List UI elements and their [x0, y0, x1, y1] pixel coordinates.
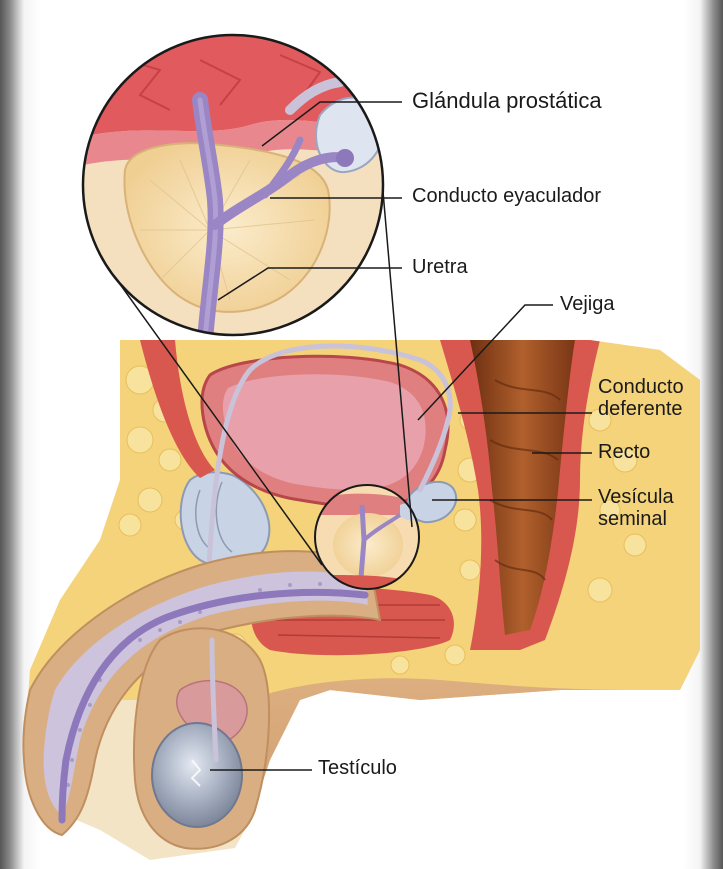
testicle — [152, 723, 242, 827]
label-urethra: Uretra — [412, 256, 468, 278]
label-seminal-vesicle: Vesícula seminal — [598, 486, 674, 530]
label-seminal-vesicle-line2: seminal — [598, 508, 674, 530]
label-bladder: Vejiga — [560, 293, 615, 315]
label-vas-deferens-line2: deferente — [598, 398, 684, 420]
label-vas-deferens-line1: Conducto — [598, 376, 684, 398]
prostate-zoom-inset — [70, 30, 400, 340]
label-testicle: Testículo — [318, 757, 397, 779]
label-rectum: Recto — [598, 441, 650, 463]
label-ejaculatory-duct: Conducto eyaculador — [412, 185, 601, 207]
label-vas-deferens: Conducto deferente — [598, 376, 684, 420]
label-seminal-vesicle-line1: Vesícula — [598, 486, 674, 508]
label-prostate-gland: Glándula prostática — [412, 89, 602, 113]
